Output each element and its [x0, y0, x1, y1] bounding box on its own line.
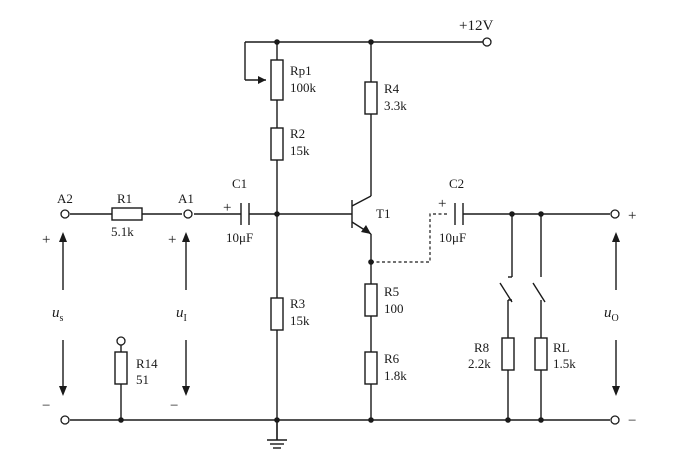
r5-name: R5 — [384, 284, 399, 299]
rp1-name: Rp1 — [290, 63, 312, 78]
uo-plus: + — [628, 208, 636, 224]
r2-resistor — [270, 127, 284, 161]
capacitor-plates — [240, 203, 464, 225]
c2-value: 10μF — [439, 230, 466, 245]
emitter-arrow-icon — [361, 225, 371, 234]
c1-name: C1 — [232, 176, 247, 191]
r4-name: R4 — [384, 81, 400, 96]
us-minus: − — [42, 398, 50, 414]
voltage-arrows — [59, 232, 620, 396]
transistor-t1 — [351, 195, 372, 235]
rl-resistor — [534, 337, 548, 371]
c1-value: 10μF — [226, 230, 253, 245]
wiring — [70, 41, 610, 440]
uo-arrow-up-icon — [612, 232, 620, 242]
r4-resistor — [364, 81, 378, 115]
us-arrow-down-icon — [59, 386, 67, 396]
resistor-bodies — [111, 59, 548, 385]
r6-name: R6 — [384, 351, 400, 366]
r4-value: 3.3k — [384, 98, 407, 113]
r5-value: 100 — [384, 301, 404, 316]
us-arrow-up-icon — [59, 232, 67, 242]
r3-resistor — [270, 297, 284, 331]
a2-terminal — [60, 209, 70, 219]
r2-value: 15k — [290, 143, 310, 158]
r3-name: R3 — [290, 296, 305, 311]
wiper-arrow-icon — [258, 76, 266, 84]
switches — [499, 276, 546, 303]
r8-switch — [499, 282, 513, 303]
rp1-value: 100k — [290, 80, 317, 95]
c2-polarity: + — [438, 196, 446, 212]
rl-value: 1.5k — [553, 356, 576, 371]
ground-terminal-left — [60, 415, 70, 425]
supply-label: +12V — [459, 18, 493, 34]
uo-arrow-down-icon — [612, 386, 620, 396]
ui-arrow-up-icon — [182, 232, 190, 242]
uo-label: uO — [604, 305, 619, 324]
transistor-collector — [351, 195, 372, 207]
r1-value: 5.1k — [111, 224, 134, 239]
rp1-resistor — [270, 59, 284, 101]
uo-minus: − — [628, 413, 636, 429]
output-terminal-plus — [610, 209, 620, 219]
ui-label: uI — [176, 305, 187, 324]
c1-polarity: + — [223, 200, 231, 216]
a1-terminal — [183, 209, 193, 219]
ground-icon — [267, 439, 287, 449]
r6-resistor — [364, 351, 378, 385]
output-terminal-minus — [610, 415, 620, 425]
r8-name: R8 — [474, 340, 489, 355]
r14-name: R14 — [136, 356, 158, 371]
r14-terminal — [116, 336, 126, 346]
junctions — [118, 39, 544, 423]
r8-value: 2.2k — [468, 356, 491, 371]
a2-label: A2 — [57, 191, 73, 206]
rl-name: RL — [553, 340, 570, 355]
us-label: us — [52, 305, 64, 324]
r6-value: 1.8k — [384, 368, 407, 383]
transistor-label: T1 — [376, 206, 390, 221]
r2-name: R2 — [290, 126, 305, 141]
ui-minus: − — [170, 398, 178, 414]
us-plus: + — [42, 232, 50, 248]
r3-value: 15k — [290, 313, 310, 328]
c2-name: C2 — [449, 176, 464, 191]
supply-terminal — [482, 37, 492, 47]
r1-resistor — [111, 207, 143, 221]
r14-value: 51 — [136, 372, 149, 387]
a1-label: A1 — [178, 191, 194, 206]
r14-resistor — [114, 351, 128, 385]
terminals — [60, 37, 620, 425]
r5-resistor — [364, 283, 378, 317]
rl-switch — [532, 282, 546, 303]
ui-plus: + — [168, 232, 176, 248]
labels: +12V T1 Rp1 100k R2 15k R3 15k R4 3.3k R… — [42, 18, 636, 429]
ui-arrow-down-icon — [182, 386, 190, 396]
r8-resistor — [501, 337, 515, 371]
r1-name: R1 — [117, 191, 132, 206]
